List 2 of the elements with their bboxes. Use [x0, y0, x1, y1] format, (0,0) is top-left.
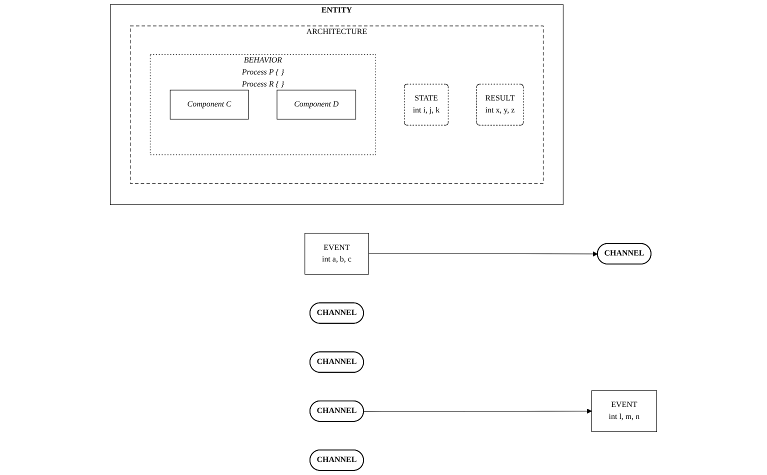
arrow [364, 408, 592, 414]
arrow [368, 251, 598, 256]
